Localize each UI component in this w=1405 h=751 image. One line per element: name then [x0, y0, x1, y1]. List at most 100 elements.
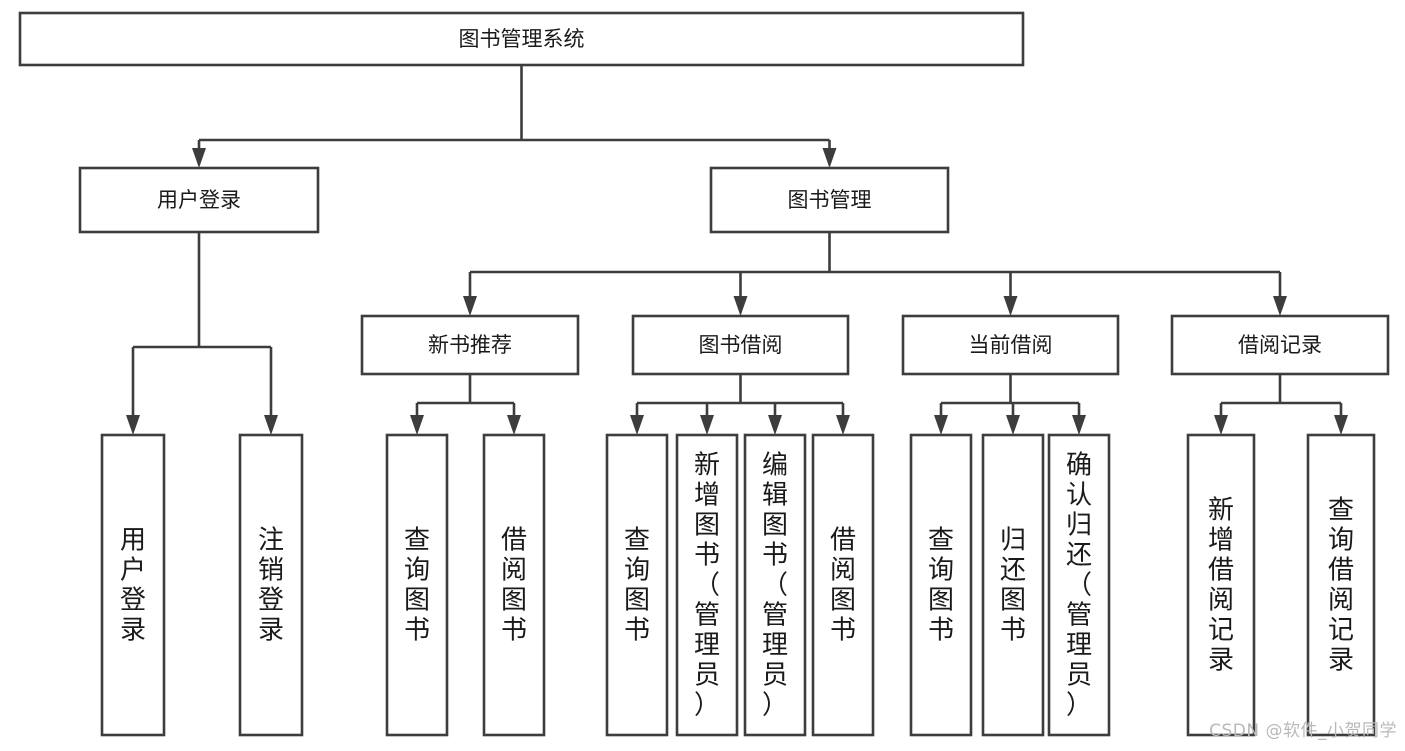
svg-text:图: 图 — [624, 585, 650, 615]
svg-text:借: 借 — [1328, 555, 1354, 585]
svg-text:查: 查 — [404, 525, 430, 555]
svg-text:阅: 阅 — [830, 555, 856, 585]
svg-text:（: （ — [762, 570, 788, 600]
node-level3-2[interactable]: 当前借阅 — [901, 314, 1120, 376]
svg-text:查: 查 — [624, 525, 650, 555]
svg-text:阅: 阅 — [1328, 585, 1354, 615]
svg-text:还: 还 — [1066, 540, 1092, 570]
svg-text:员: 员 — [694, 660, 720, 690]
svg-text:借: 借 — [830, 525, 856, 555]
svg-text:确: 确 — [1066, 450, 1092, 480]
svg-text:图: 图 — [928, 585, 954, 615]
svg-text:阅: 阅 — [1208, 585, 1234, 615]
svg-text:书: 书 — [694, 540, 720, 570]
node-level3-3[interactable]: 借阅记录 — [1170, 314, 1390, 376]
svg-text:归: 归 — [1000, 525, 1026, 555]
node-level2-1[interactable]: 图书管理 — [709, 166, 950, 234]
svg-text:书: 书 — [501, 615, 527, 645]
node-layer: 图书管理系统用户登录图书管理新书推荐图书借阅当前借阅借阅记录用户登录注销登录查询… — [18, 11, 1390, 737]
svg-text:还: 还 — [1000, 555, 1026, 585]
svg-text:图: 图 — [830, 585, 856, 615]
svg-text:注: 注 — [258, 525, 284, 555]
csdn-watermark: CSDN @软件_小贺同学 — [1209, 721, 1397, 741]
svg-text:图: 图 — [694, 510, 720, 540]
svg-text:录: 录 — [1328, 645, 1354, 675]
node-label-level3-2: 当前借阅 — [969, 333, 1053, 357]
svg-text:增: 增 — [1208, 525, 1234, 555]
svg-text:理: 理 — [762, 630, 788, 660]
svg-text:录: 录 — [258, 615, 284, 645]
svg-text:归: 归 — [1066, 510, 1092, 540]
svg-text:员: 员 — [762, 660, 788, 690]
svg-text:图: 图 — [404, 585, 430, 615]
svg-text:录: 录 — [1208, 645, 1234, 675]
svg-text:管: 管 — [762, 600, 788, 630]
svg-text:新: 新 — [1208, 495, 1234, 525]
svg-text:书: 书 — [1000, 615, 1026, 645]
node-label-leaf-0: 用户登录 — [120, 525, 146, 645]
svg-text:书: 书 — [762, 540, 788, 570]
svg-text:图: 图 — [1000, 585, 1026, 615]
connector-layer — [126, 65, 1348, 435]
node-root-图书管理系统[interactable]: 图书管理系统 — [18, 11, 1025, 67]
svg-text:）: ） — [1066, 690, 1092, 720]
svg-text:登: 登 — [120, 585, 146, 615]
node-label-level3-0: 新书推荐 — [428, 333, 512, 357]
svg-text:书: 书 — [830, 615, 856, 645]
svg-text:户: 户 — [120, 555, 146, 585]
svg-text:录: 录 — [120, 615, 146, 645]
node-label-level2-0: 用户登录 — [157, 188, 241, 212]
svg-text:查: 查 — [928, 525, 954, 555]
svg-text:书: 书 — [624, 615, 650, 645]
node-label-level3-1: 图书借阅 — [699, 333, 783, 357]
node-level3-1[interactable]: 图书借阅 — [631, 314, 850, 376]
svg-text:借: 借 — [1208, 555, 1234, 585]
svg-text:）: ） — [762, 690, 788, 720]
svg-text:图: 图 — [501, 585, 527, 615]
node-level3-0[interactable]: 新书推荐 — [360, 314, 580, 376]
svg-text:销: 销 — [258, 555, 284, 585]
svg-text:编: 编 — [762, 450, 788, 480]
svg-text:）: ） — [694, 690, 720, 720]
svg-text:询: 询 — [624, 555, 650, 585]
node-leaf-0[interactable]: 用户登录 — [100, 433, 166, 737]
svg-text:认: 认 — [1066, 480, 1092, 510]
svg-text:查: 查 — [1328, 495, 1354, 525]
svg-text:阅: 阅 — [501, 555, 527, 585]
svg-text:询: 询 — [404, 555, 430, 585]
svg-text:记: 记 — [1208, 615, 1234, 645]
svg-text:书: 书 — [928, 615, 954, 645]
svg-text:员: 员 — [1066, 660, 1092, 690]
svg-text:理: 理 — [1066, 630, 1092, 660]
svg-text:增: 增 — [694, 480, 720, 510]
svg-text:记: 记 — [1328, 615, 1354, 645]
svg-text:辑: 辑 — [762, 480, 788, 510]
node-level2-0[interactable]: 用户登录 — [78, 166, 320, 234]
svg-text:管: 管 — [694, 600, 720, 630]
